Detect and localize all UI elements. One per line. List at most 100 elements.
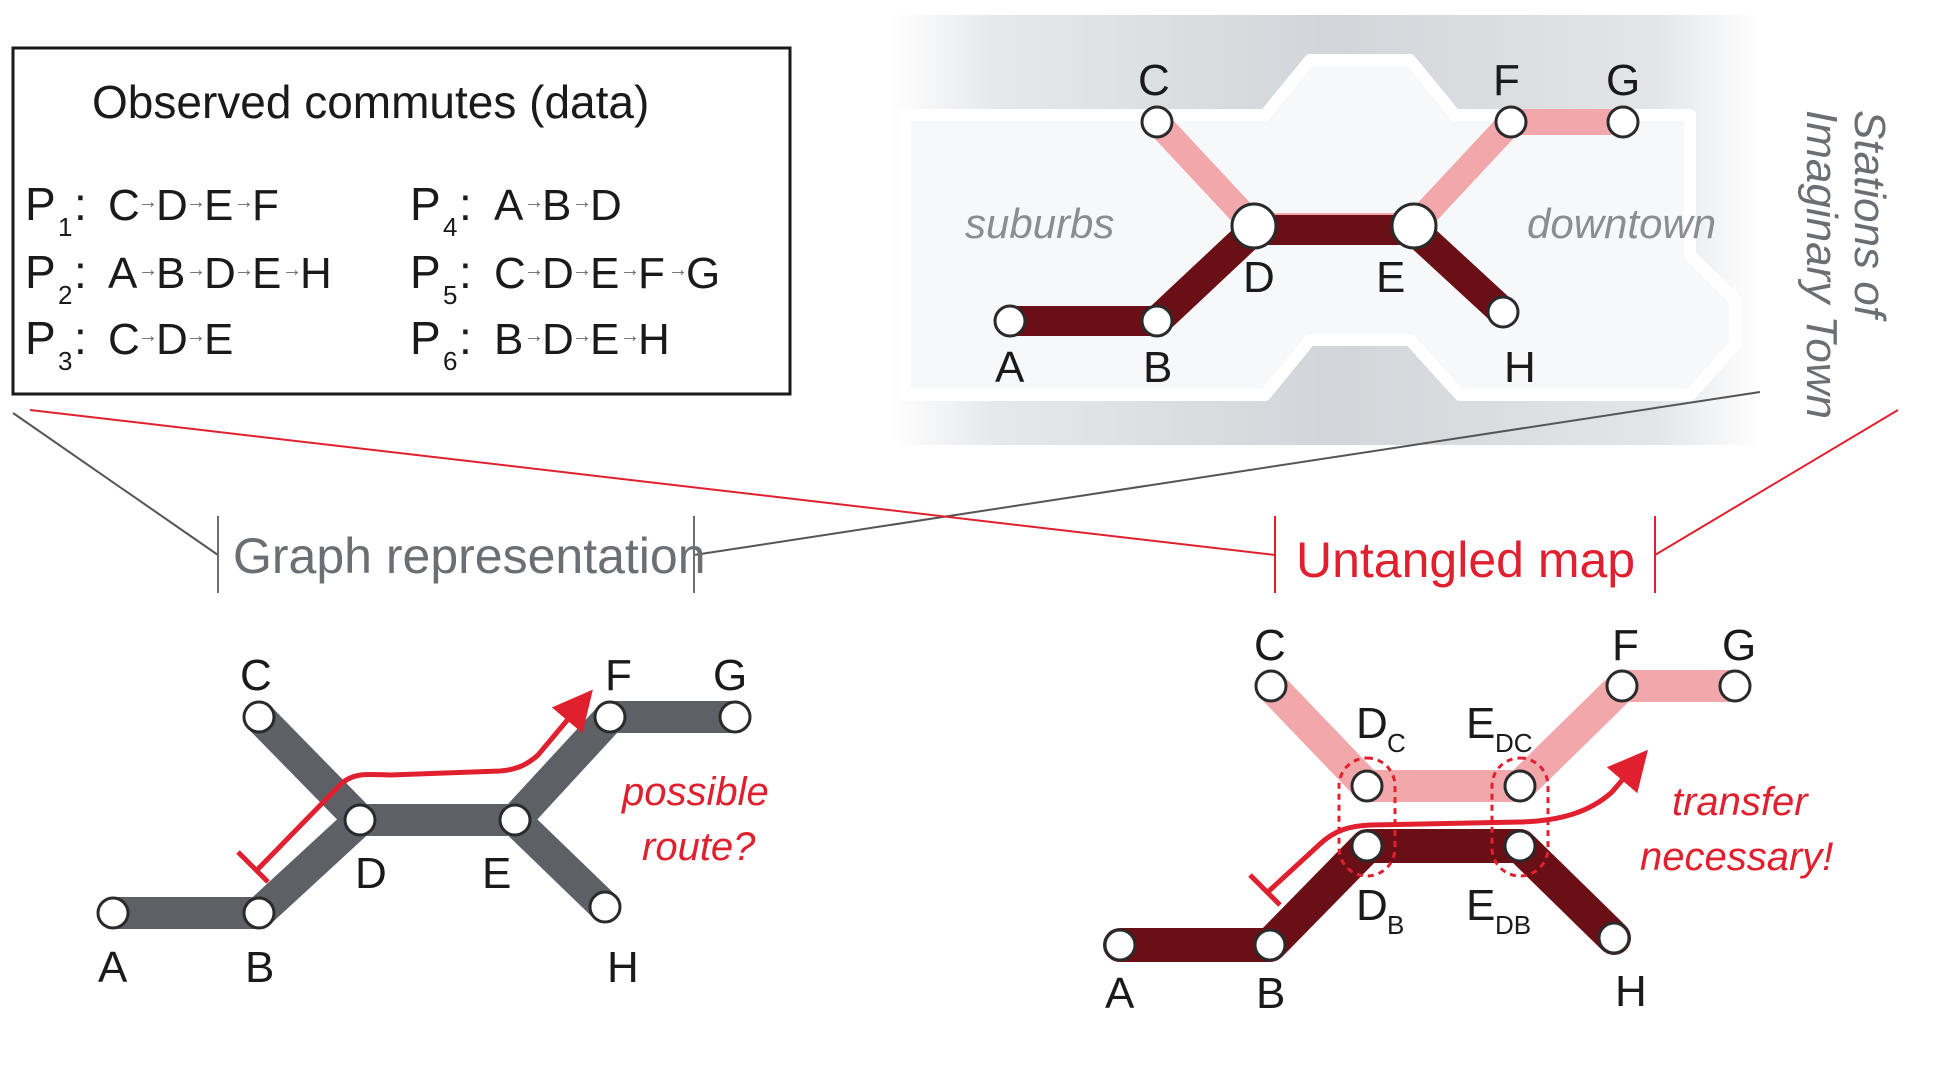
graph-header-title: Graph representation bbox=[233, 528, 706, 584]
station-node bbox=[242, 896, 276, 930]
path-station: F bbox=[252, 181, 279, 230]
graph-nodes bbox=[96, 700, 752, 930]
station-node bbox=[1350, 769, 1384, 803]
station-label: D bbox=[1243, 253, 1275, 302]
path-station: D bbox=[156, 181, 188, 230]
path-sequence: A→B→D bbox=[494, 181, 622, 230]
path-arrow: → bbox=[524, 325, 544, 347]
station-node bbox=[1486, 295, 1520, 329]
path-arrow: → bbox=[572, 325, 592, 347]
station-node bbox=[718, 700, 752, 734]
station-node bbox=[1503, 769, 1537, 803]
station-label: A bbox=[1105, 969, 1135, 1018]
path-arrow: → bbox=[138, 325, 158, 347]
path-sequence: C→D→E→F→G bbox=[494, 249, 720, 298]
station-label: E bbox=[482, 849, 511, 898]
town-map: C F G D E A B H suburbs downtown Station… bbox=[890, 15, 1894, 445]
station-node bbox=[1494, 105, 1528, 139]
station-node bbox=[1390, 202, 1438, 250]
path-station: B bbox=[156, 249, 185, 298]
town-title-line1: Stations of bbox=[1845, 110, 1894, 323]
station-label: E bbox=[1466, 881, 1495, 930]
path-arrow: → bbox=[668, 259, 688, 281]
path-sequence: B→D→E→H bbox=[494, 315, 670, 364]
path-station: E bbox=[204, 181, 233, 230]
path-arrow: → bbox=[186, 325, 206, 347]
station-label: B bbox=[1256, 969, 1285, 1018]
station-node bbox=[1606, 105, 1640, 139]
path-name: P bbox=[410, 312, 441, 364]
path-station: E bbox=[590, 315, 619, 364]
path-sequence: A→B→D→E→H bbox=[108, 249, 332, 298]
station-label: C bbox=[1254, 621, 1286, 670]
station-label: H bbox=[1615, 967, 1647, 1016]
station-label: A bbox=[995, 343, 1025, 392]
data-box-title: Observed commutes (data) bbox=[92, 76, 649, 128]
station-node bbox=[1103, 928, 1137, 962]
connector-red bbox=[1654, 409, 1899, 556]
path-arrow: → bbox=[572, 191, 592, 213]
transfer-annotation: necessary! bbox=[1640, 835, 1833, 879]
possible-route-annotation: possible bbox=[621, 770, 769, 814]
connector-lines bbox=[12, 391, 1899, 556]
path-station: D bbox=[590, 181, 622, 230]
data-box-frame bbox=[11, 46, 792, 396]
path-station: B bbox=[494, 315, 523, 364]
station-node bbox=[498, 803, 532, 837]
path-station: D bbox=[542, 315, 574, 364]
graph-edge bbox=[499, 804, 621, 923]
path-station: A bbox=[494, 181, 524, 230]
path-index: 6 bbox=[443, 346, 457, 376]
station-label: G bbox=[1722, 621, 1756, 670]
path-station: E bbox=[252, 249, 281, 298]
path-index: 3 bbox=[58, 346, 72, 376]
path-arrow: → bbox=[138, 259, 158, 281]
path-arrow: → bbox=[234, 259, 254, 281]
route-start-bar bbox=[1248, 873, 1282, 907]
connector-red bbox=[29, 409, 1276, 556]
station-label: C bbox=[240, 651, 272, 700]
path-colon: : bbox=[74, 246, 87, 298]
station-node bbox=[1253, 928, 1287, 962]
path-arrow: → bbox=[234, 191, 254, 213]
station-label: A bbox=[98, 943, 128, 992]
connector-grey bbox=[693, 391, 1761, 556]
station-node bbox=[1605, 669, 1639, 703]
station-label: H bbox=[1504, 343, 1536, 392]
path-colon: : bbox=[459, 312, 472, 364]
station-label: F bbox=[1612, 621, 1639, 670]
path-station: E bbox=[590, 249, 619, 298]
region-label-downtown: downtown bbox=[1527, 200, 1716, 247]
path-row: P 3 : C→D→E bbox=[25, 312, 233, 376]
station-node bbox=[993, 304, 1027, 338]
path-colon: : bbox=[74, 178, 87, 230]
possible-route-arrow bbox=[256, 689, 593, 871]
station-label-subscript: DB bbox=[1495, 910, 1531, 940]
station-node bbox=[1230, 202, 1278, 250]
path-index: 5 bbox=[443, 280, 457, 310]
path-index: 1 bbox=[58, 212, 72, 242]
path-name: P bbox=[25, 312, 56, 364]
town-title-line2: Imaginary Town bbox=[1797, 110, 1846, 419]
graph-edge bbox=[97, 804, 376, 929]
transfer-annotation: transfer bbox=[1672, 780, 1809, 824]
path-arrow: → bbox=[620, 325, 640, 347]
path-name: P bbox=[25, 178, 56, 230]
region-label-suburbs: suburbs bbox=[965, 200, 1114, 247]
path-arrow: → bbox=[572, 259, 592, 281]
town-title: Stations of Imaginary Town bbox=[1797, 110, 1894, 419]
path-row: P 5 : C→D→E→F→G bbox=[410, 246, 720, 310]
path-index: 2 bbox=[58, 280, 72, 310]
path-station: A bbox=[108, 249, 138, 298]
station-label-subscript: B bbox=[1387, 910, 1404, 940]
station-label: D bbox=[1356, 699, 1388, 748]
station-label: E bbox=[1466, 699, 1495, 748]
station-node bbox=[588, 890, 622, 924]
path-arrow: → bbox=[138, 191, 158, 213]
path-colon: : bbox=[459, 246, 472, 298]
path-sequence: C→D→E bbox=[108, 315, 233, 364]
station-node bbox=[593, 700, 627, 734]
station-label: G bbox=[713, 651, 747, 700]
station-node bbox=[1254, 669, 1288, 703]
